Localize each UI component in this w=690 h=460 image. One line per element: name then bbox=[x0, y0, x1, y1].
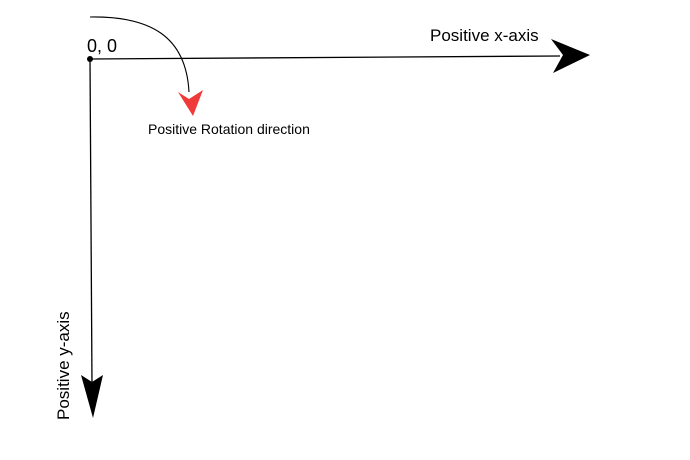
rotation-label: Positive Rotation direction bbox=[148, 121, 310, 137]
origin-label: 0, 0 bbox=[87, 36, 117, 56]
x-axis-line bbox=[89, 55, 561, 60]
x-axis-arrowhead bbox=[551, 39, 590, 73]
x-axis-label: Positive x-axis bbox=[430, 26, 539, 45]
rotation-arc bbox=[89, 16, 190, 93]
y-axis-arrowhead bbox=[81, 375, 103, 418]
y-axis-label: Positive y-axis bbox=[54, 311, 73, 420]
y-axis-line bbox=[89, 58, 93, 386]
rotation-arrowhead bbox=[178, 90, 203, 116]
